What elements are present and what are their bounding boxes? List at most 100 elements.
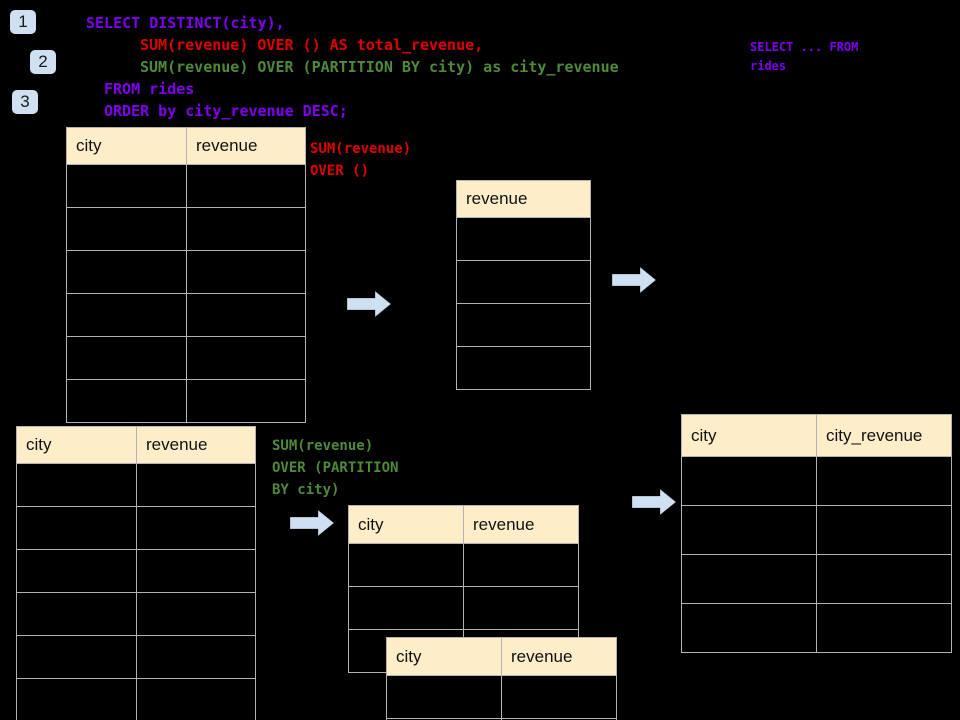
table-cell-empty [16, 678, 137, 720]
table-cell-empty [501, 675, 617, 719]
table-cell-empty [816, 603, 952, 653]
table-cell-empty [386, 675, 502, 719]
column-header-revenue: revenue [501, 637, 617, 676]
table-row [456, 217, 591, 261]
table-cell-empty [816, 456, 952, 506]
table-row [16, 549, 256, 593]
table-row [16, 592, 256, 636]
sql-line-5: ORDER by city_revenue DESC; [104, 102, 348, 120]
table-cell-empty [136, 506, 256, 550]
sql-line-1: SELECT DISTINCT(city), [86, 14, 285, 32]
table-row [16, 678, 256, 720]
table-cell-empty [16, 592, 137, 636]
step-badge-2: 2 [30, 50, 56, 74]
table-cell-empty [16, 463, 137, 507]
table-row [66, 207, 306, 251]
table-cell-empty [456, 303, 591, 347]
table-cell-empty [66, 207, 187, 251]
sql-line-2: SUM(revenue) OVER () AS total_revenue, [140, 36, 484, 54]
table-cell-empty [136, 463, 256, 507]
table-cell-empty [66, 250, 187, 294]
table-cell-empty [136, 549, 256, 593]
table-cell-empty [681, 456, 817, 506]
table-row [681, 456, 952, 506]
table-cell-empty [16, 549, 137, 593]
step-badge-3: 3 [12, 90, 38, 114]
flow-arrow-icon [630, 487, 678, 517]
table-row [16, 506, 256, 550]
step-badge-1: 1 [10, 10, 36, 34]
table-cell-empty [16, 506, 137, 550]
table-cell-empty [816, 554, 952, 604]
table-cell-empty [66, 336, 187, 380]
flow-arrow-icon [610, 265, 658, 295]
flow-arrow-icon [345, 289, 393, 319]
table-cell-empty [456, 346, 591, 390]
table-row [66, 379, 306, 423]
table-cell-empty [136, 592, 256, 636]
table-row [66, 250, 306, 294]
table-cell-empty [681, 603, 817, 653]
table-header-row: revenue [456, 180, 591, 218]
table-cell-empty [136, 635, 256, 679]
column-header-city: city [681, 414, 817, 457]
table-row [16, 463, 256, 507]
table-cell-empty [681, 554, 817, 604]
sql-line-3: SUM(revenue) OVER (PARTITION BY city) as… [140, 58, 619, 76]
table-row [66, 164, 306, 208]
sql-query-block: SELECT DISTINCT(city), SUM(revenue) OVER … [86, 12, 619, 122]
table-cell-empty [816, 505, 952, 555]
table-cell-empty [186, 293, 306, 337]
table-row [348, 543, 579, 587]
column-header-city: city [386, 637, 502, 676]
table-cell-empty [463, 586, 579, 630]
table-row [681, 505, 952, 555]
column-header-city: city [66, 127, 187, 165]
table-cell-empty [456, 217, 591, 261]
column-header-revenue: revenue [456, 180, 591, 218]
column-header-revenue: revenue [186, 127, 306, 165]
table-row [386, 718, 617, 720]
table-total-revenue: revenue [456, 180, 591, 390]
column-header-revenue: revenue [136, 426, 256, 464]
table-cell-empty [456, 260, 591, 304]
table-cell-empty [681, 505, 817, 555]
table-cell-empty [186, 164, 306, 208]
annotation-select-from-rides: SELECT ... FROM rides [750, 40, 859, 73]
table-cell-empty [186, 207, 306, 251]
table-row [348, 586, 579, 630]
flow-arrow-icon [288, 508, 336, 538]
table-row [456, 346, 591, 390]
table-row [16, 635, 256, 679]
column-header-city_revenue: city_revenue [816, 414, 952, 457]
table-cell-empty [463, 543, 579, 587]
sql-line-4: FROM rides [104, 80, 195, 98]
annotation-sum-over-empty: SUM(revenue) OVER () [310, 141, 412, 179]
table-row [66, 293, 306, 337]
table-cell-empty [501, 718, 617, 720]
annotation-sum-over-partition: SUM(revenue) OVER (PARTITION BY city) [272, 438, 399, 498]
table-cell-empty [66, 293, 187, 337]
table-cell-empty [66, 164, 187, 208]
table-row [456, 260, 591, 304]
table-row [681, 603, 952, 653]
table-row [681, 554, 952, 604]
table-cell-empty [136, 678, 256, 720]
column-header-city: city [348, 505, 464, 544]
table-cell-empty [186, 250, 306, 294]
table-cell-empty [186, 336, 306, 380]
table-cell-empty [348, 543, 464, 587]
table-row [456, 303, 591, 347]
table-row [386, 675, 617, 719]
